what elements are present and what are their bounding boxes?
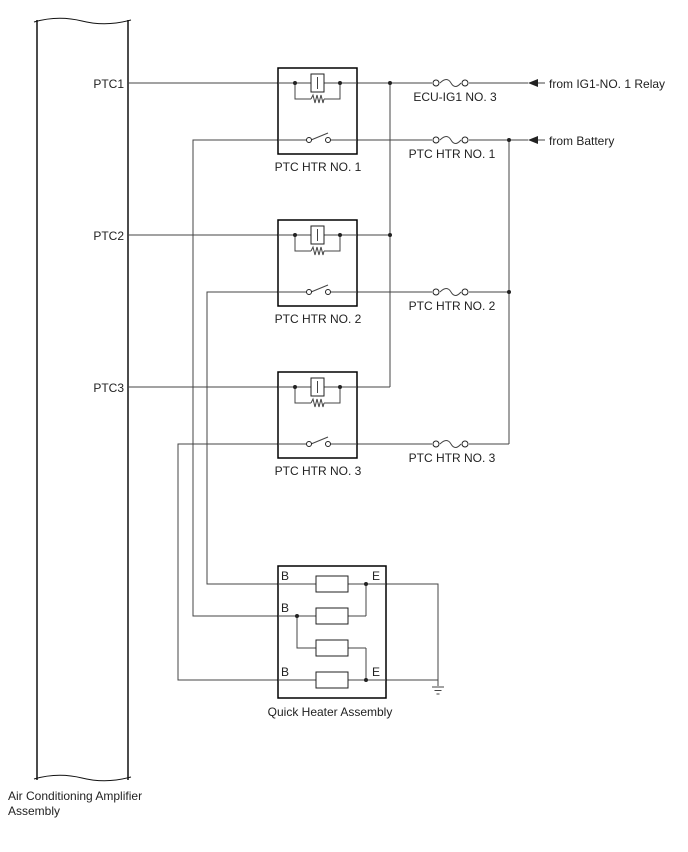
ptc2-label: PTC2 (93, 229, 124, 243)
heater-terminal-e1: E (372, 569, 380, 583)
fuse-ecu-ig1-icon (432, 79, 469, 87)
relay-ptc-htr-2 (277, 219, 358, 307)
from-battery-label: from Battery (549, 134, 614, 148)
heater-terminal-b3: B (281, 665, 289, 679)
heater-terminal-b1: B (281, 569, 289, 583)
relay2-label: PTC HTR NO. 2 (275, 312, 362, 326)
fuse-ptc1-icon (432, 136, 469, 144)
ig1-arrow-icon (528, 79, 538, 87)
heater-label: Quick Heater Assembly (268, 705, 393, 719)
relay-ptc-htr-1 (277, 67, 358, 155)
relay3-label: PTC HTR NO. 3 (275, 464, 362, 478)
from-ig1-relay-label: from IG1-NO. 1 Relay (549, 77, 665, 91)
quick-heater-assembly (277, 565, 387, 699)
ptc1-label: PTC1 (93, 77, 124, 91)
fuse-ptc1-label: PTC HTR NO. 1 (409, 147, 496, 161)
fuse-ptc2-icon (432, 288, 469, 296)
relay-ptc-htr-3 (277, 371, 358, 459)
ptc3-label: PTC3 (93, 381, 124, 395)
battery-arrow-icon (528, 136, 538, 144)
amp-label-line2: Assembly (8, 804, 60, 818)
fuse-ecu-ig1-label: ECU-IG1 NO. 3 (413, 90, 497, 104)
fuse-ptc3-label: PTC HTR NO. 3 (409, 451, 496, 465)
relay1-label: PTC HTR NO. 1 (275, 160, 362, 174)
amp-label-line1: Air Conditioning Amplifier (8, 789, 142, 803)
wires (128, 82, 528, 686)
heater-terminal-e2: E (372, 665, 380, 679)
fuse-ptc3-icon (432, 440, 469, 448)
fuse-ptc2-label: PTC HTR NO. 2 (409, 299, 496, 313)
junction-dots (388, 81, 511, 294)
heater-terminal-b2: B (281, 601, 289, 615)
ac-amplifier-assembly (33, 17, 132, 782)
ground-icon (432, 686, 444, 695)
